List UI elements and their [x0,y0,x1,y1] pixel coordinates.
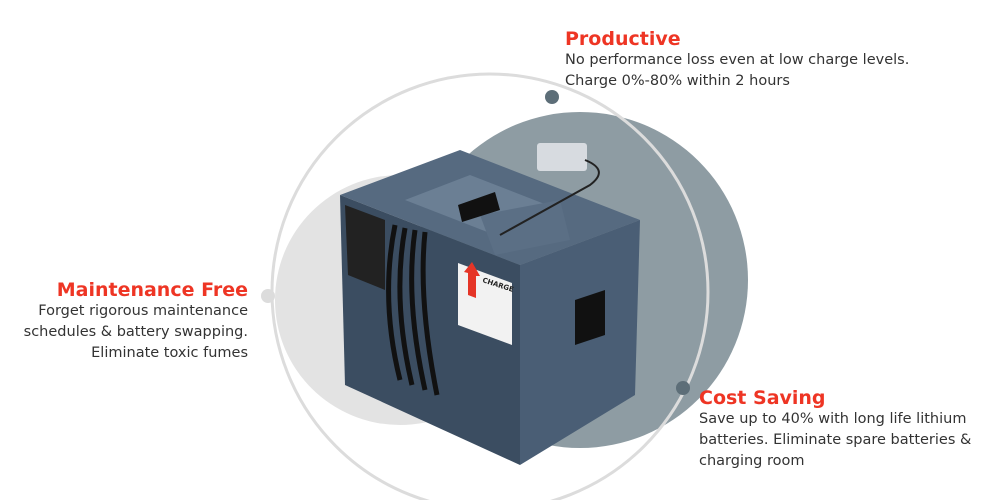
feature-text: batteries. Eliminate spare batteries & [699,432,972,448]
feature-text: charging room [699,453,805,469]
feature-text: No performance loss even at low charge l… [565,52,910,68]
feature-text: Charge 0%-80% within 2 hours [565,73,790,89]
feature-title: Maintenance Free [56,279,248,301]
feature-text: Forget rigorous maintenance [38,303,248,319]
feature-title: Cost Saving [699,387,826,409]
cost-dot [676,381,690,395]
battery: CHARGE [340,143,640,465]
feature-text: Save up to 40% with long life lithium [699,411,967,427]
productive-dot [545,90,559,104]
feature-productive: Productive No performance loss even at l… [565,28,909,92]
feature-text: Eliminate toxic fumes [91,345,248,361]
feature-text: schedules & battery swapping. [23,324,248,340]
maintenance-dot [261,289,275,303]
feature-title: Productive [565,28,681,50]
feature-cost-saving: Cost Saving Save up to 40% with long lif… [699,387,971,472]
feature-maintenance-free: Maintenance Free Forget rigorous mainten… [24,279,248,364]
